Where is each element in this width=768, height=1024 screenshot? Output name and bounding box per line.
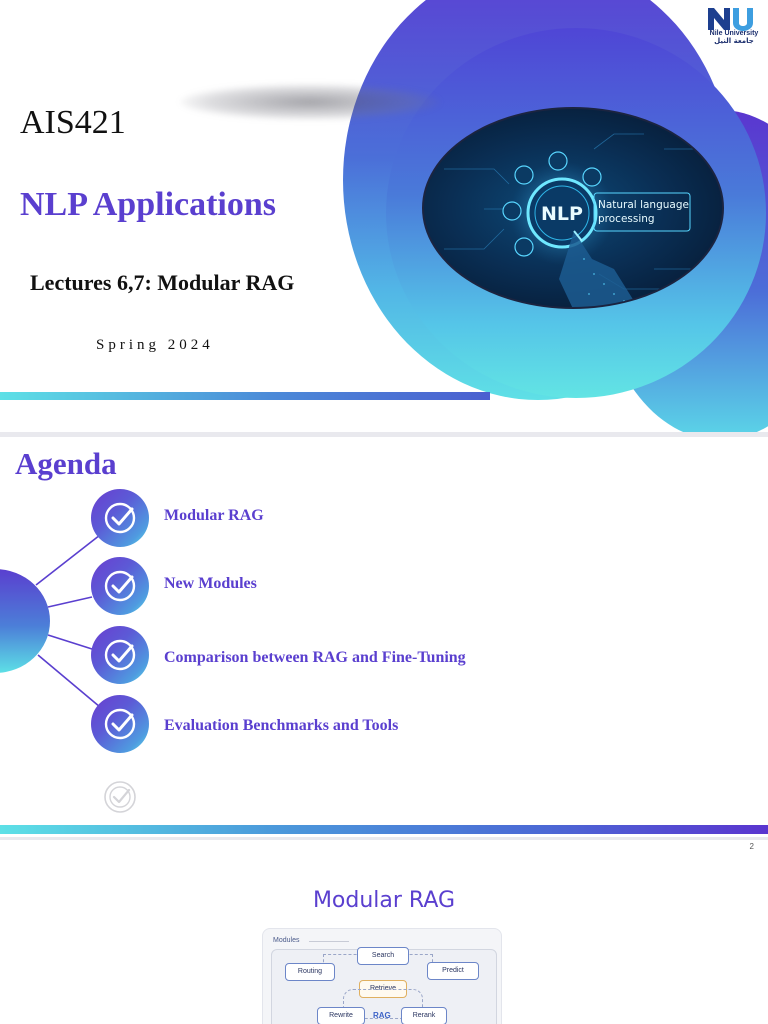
agenda-connector-lines bbox=[35, 534, 101, 708]
modular-rag-diagram: Modules Search Routing Predict Retrieve … bbox=[262, 928, 502, 1024]
agenda-check-icon bbox=[91, 695, 149, 753]
agenda-item-4: Evaluation Benchmarks and Tools bbox=[164, 717, 399, 734]
node-predict: Predict bbox=[427, 962, 479, 980]
term-label: Spring 2024 bbox=[96, 337, 214, 353]
title-slide: NLP Natural language processing Nile Uni… bbox=[0, 0, 768, 432]
course-code: AIS421 bbox=[20, 104, 126, 141]
section-title: Modular RAG bbox=[312, 888, 456, 913]
agenda-item-3: Comparison between RAG and Fine-Tuning bbox=[164, 649, 466, 666]
agenda-slide: Agenda Modular RAG New Modules Compariso… bbox=[0, 437, 768, 837]
decorative-shadow bbox=[180, 84, 440, 120]
agenda-title: Agenda bbox=[15, 446, 117, 481]
nlp-caption-line1: Natural language bbox=[598, 199, 689, 211]
node-rag: RAG bbox=[373, 1011, 391, 1020]
modular-rag-slide: 2 Modular RAG Modules Search Routing Pre… bbox=[0, 840, 768, 1024]
agenda-check-icon bbox=[91, 626, 149, 684]
accent-bar bbox=[0, 825, 768, 834]
diagram-dashed-loop bbox=[343, 989, 423, 1019]
faded-check-icon bbox=[104, 781, 136, 813]
node-rerank: Rerank bbox=[401, 1007, 447, 1024]
node-search: Search bbox=[357, 947, 409, 965]
agenda-item-2: New Modules bbox=[164, 575, 257, 592]
node-routing: Routing bbox=[285, 963, 335, 981]
agenda-item-1: Modular RAG bbox=[164, 507, 264, 524]
agenda-check-icon bbox=[91, 557, 149, 615]
nu-logo-icon bbox=[708, 8, 753, 31]
node-rewrite: Rewrite bbox=[317, 1007, 365, 1024]
course-title: NLP Applications bbox=[20, 186, 277, 223]
logo-name-ar: جامعة النيل bbox=[714, 37, 754, 45]
lecture-title: Lectures 6,7: Modular RAG bbox=[30, 270, 295, 295]
university-logo: Nile University جامعة النيل bbox=[704, 4, 764, 52]
page-number: 2 bbox=[749, 842, 754, 851]
logo-name-en: Nile University bbox=[709, 30, 759, 37]
nlp-caption-line2: processing bbox=[598, 213, 655, 225]
accent-bar bbox=[0, 392, 490, 400]
nlp-badge-text: NLP bbox=[541, 203, 583, 225]
nlp-hero-image: NLP Natural language processing bbox=[422, 107, 724, 309]
agenda-check-icon bbox=[91, 489, 149, 547]
legend-line bbox=[309, 941, 349, 942]
diagram-legend: Modules bbox=[273, 937, 300, 944]
